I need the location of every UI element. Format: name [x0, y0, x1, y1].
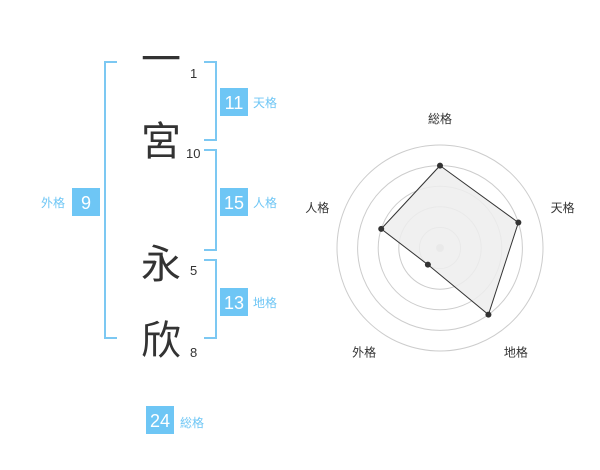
- radar-axis-label-3: 地格: [504, 344, 528, 359]
- stroke-count-1: 1: [190, 66, 197, 81]
- radar-data-polygon: [380, 164, 519, 316]
- soukaku-label: 総格: [180, 415, 204, 430]
- radar-axis-label-1: 総格: [428, 111, 452, 126]
- radar-ring: [336, 144, 544, 352]
- name-char-4: 欣: [141, 318, 181, 364]
- tenkaku-value: 11: [225, 93, 244, 113]
- stroke-count-3: 5: [190, 263, 197, 278]
- name-char-3: 永: [141, 242, 181, 288]
- soukaku-value: 24: [150, 411, 170, 431]
- radar-point-2: [515, 219, 522, 226]
- stroke-count-4: 8: [190, 345, 197, 360]
- gaikaku-label: 外格: [41, 195, 65, 210]
- radar-point-1: [437, 162, 443, 169]
- gaikaku-bracket: [104, 61, 117, 339]
- tenkaku-label: 天格: [253, 95, 277, 110]
- gaikaku-value: 9: [81, 193, 91, 213]
- radar-point-4: [424, 261, 431, 268]
- chikaku-bracket: [204, 259, 217, 339]
- radar-axis-label-5: 人格: [305, 200, 329, 215]
- gaikaku-badge: [72, 188, 100, 216]
- radar-axis-label-4: 外格: [352, 344, 376, 359]
- chikaku-label: 地格: [253, 295, 277, 310]
- jinkaku-bracket: [204, 149, 217, 251]
- jinkaku-value: 15: [224, 193, 244, 213]
- jinkaku-badge: [220, 188, 248, 216]
- name-char-2: 宮: [141, 119, 181, 165]
- jinkaku-label: 人格: [253, 195, 277, 210]
- stroke-count-2: 10: [186, 146, 200, 161]
- chikaku-badge: [220, 288, 248, 316]
- soukaku-badge: [146, 406, 174, 434]
- chikaku-value: 13: [224, 293, 244, 313]
- radar-axis-label-2: 天格: [551, 200, 575, 215]
- tenkaku-badge: [220, 88, 248, 116]
- name-char-1: 一: [141, 37, 181, 83]
- tenkaku-bracket: [204, 61, 217, 141]
- radar-point-3: [485, 311, 492, 318]
- radar-point-5: [378, 225, 385, 232]
